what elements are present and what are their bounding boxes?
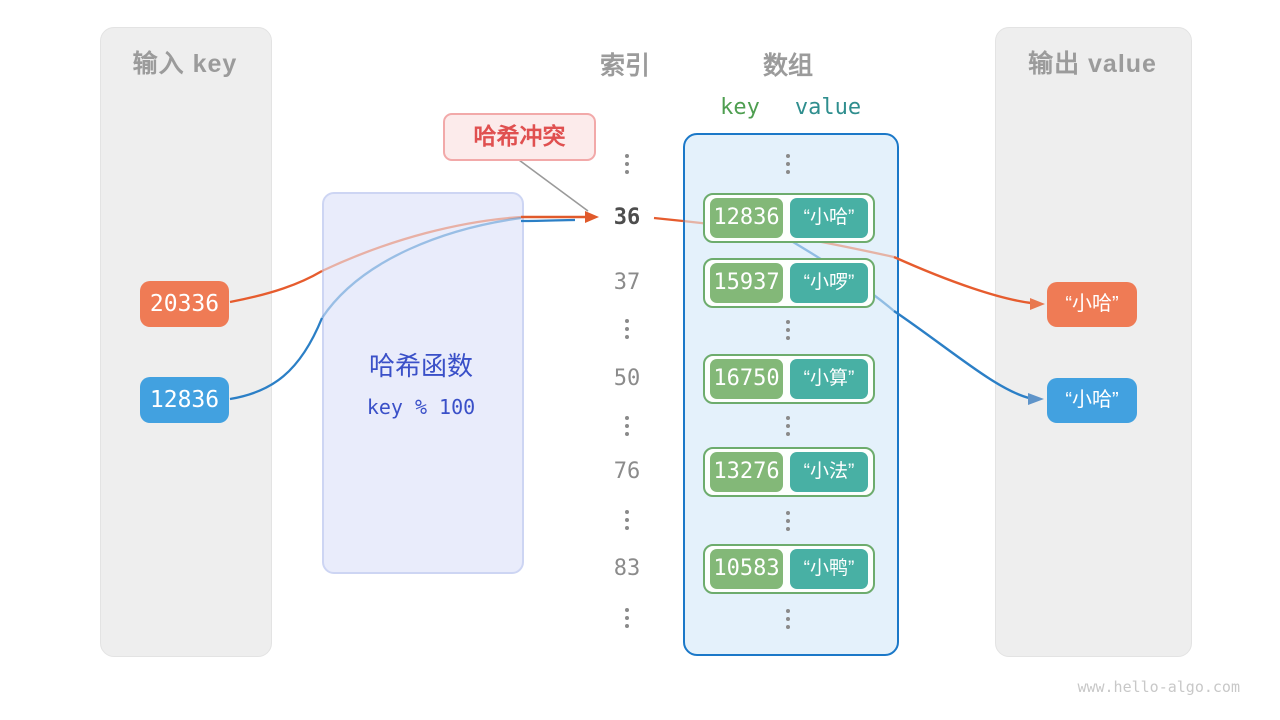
- index-value-83: 83: [613, 556, 641, 581]
- index-ellipsis: [625, 416, 629, 436]
- hash-function-title: 哈希函数: [368, 351, 473, 381]
- array-ellipsis: [786, 154, 790, 174]
- array-ellipsis: [786, 511, 790, 531]
- bucket-value: “小哈”: [790, 198, 868, 238]
- output-value-orange: “小哈”: [1047, 282, 1137, 327]
- input-key-20336: 20336: [140, 281, 229, 327]
- bucket-row: 13276 “小法”: [703, 447, 875, 497]
- index-ellipsis: [625, 319, 629, 339]
- bucket-key: 12836: [710, 198, 783, 238]
- array-column-header: 数组: [762, 52, 813, 80]
- hash-collision-label: 哈希冲突: [443, 113, 596, 161]
- array-ellipsis: [786, 609, 790, 629]
- input-panel-title: 输入 key: [132, 50, 238, 78]
- bucket-row: 12836 “小哈”: [703, 193, 875, 243]
- index-value-37: 37: [613, 270, 641, 295]
- bucket-key: 10583: [710, 549, 783, 589]
- index-value-76: 76: [613, 459, 641, 484]
- bucket-value: “小法”: [790, 452, 868, 492]
- output-panel: [995, 27, 1192, 657]
- input-panel: [100, 27, 272, 657]
- output-panel-title: 输出 value: [1028, 50, 1157, 78]
- hash-function-formula: key % 100: [366, 395, 476, 419]
- watermark: www.hello-algo.com: [1077, 678, 1240, 696]
- array-ellipsis: [786, 416, 790, 436]
- bucket-value: “小算”: [790, 359, 868, 399]
- key-column-header: key: [720, 95, 760, 120]
- bucket-row: 15937 “小啰”: [703, 258, 875, 308]
- collision-pointer-line: [518, 159, 589, 212]
- index-value-36: 36: [613, 205, 641, 230]
- index-ellipsis: [625, 154, 629, 174]
- value-column-header: value: [794, 95, 862, 120]
- index-ellipsis: [625, 510, 629, 530]
- bucket-key: 15937: [710, 263, 783, 303]
- curve-blue-under-arrow: [520, 218, 576, 223]
- index-ellipsis: [625, 608, 629, 628]
- bucket-value: “小啰”: [790, 263, 868, 303]
- bucket-row: 10583 “小鸭”: [703, 544, 875, 594]
- index-value-50: 50: [613, 366, 641, 391]
- bucket-value: “小鸭”: [790, 549, 868, 589]
- array-ellipsis: [786, 320, 790, 340]
- hash-function-box: [322, 192, 524, 574]
- bucket-key: 16750: [710, 359, 783, 399]
- bucket-key: 13276: [710, 452, 783, 492]
- output-value-blue: “小哈”: [1047, 378, 1137, 423]
- input-key-12836: 12836: [140, 377, 229, 423]
- index-column-header: 索引: [599, 52, 650, 80]
- bucket-row: 16750 “小算”: [703, 354, 875, 404]
